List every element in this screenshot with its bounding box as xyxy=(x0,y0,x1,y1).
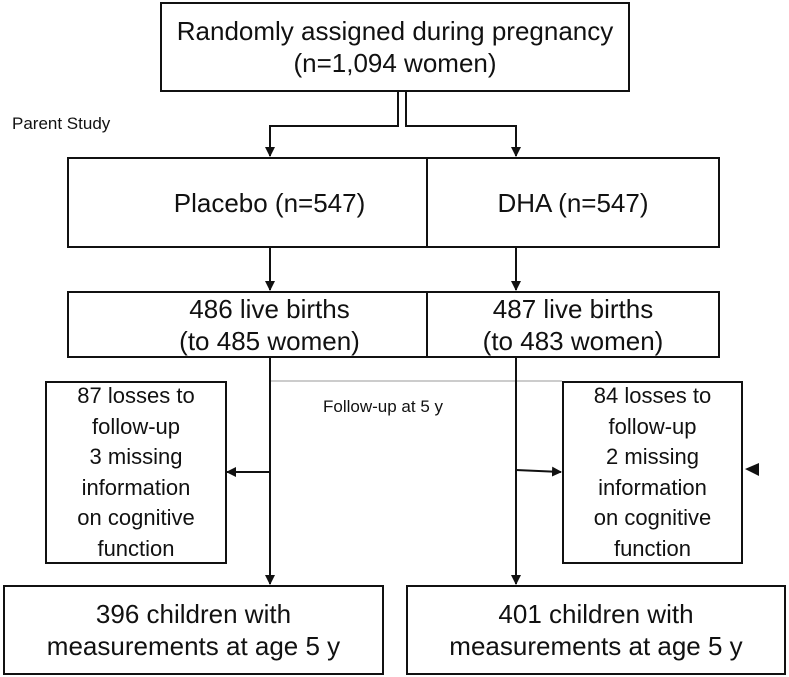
node-dha-losses-line-5: on cognitive xyxy=(593,505,712,530)
node-dha-final-line-1: 401 children with xyxy=(498,599,694,629)
node-randomized-line-2: (n=1,094 women) xyxy=(293,48,497,78)
node-randomized-line-1: Randomly assigned during pregnancy xyxy=(176,16,614,46)
label-parent-study: Parent Study xyxy=(12,114,111,133)
connector-dha-to-losses xyxy=(515,466,562,477)
connector-root-to-placebo xyxy=(265,92,399,157)
node-placebo-losses-line-1: 87 losses to xyxy=(77,383,195,408)
node-dha-live-births: 487 live births (to 483 women) xyxy=(426,291,720,358)
node-placebo-losses-line-4: information xyxy=(81,474,191,500)
label-follow-up: Follow-up at 5 y xyxy=(323,397,443,416)
node-placebo: Placebo (n=547) xyxy=(67,157,472,248)
node-placebo-births-line-2: (to 485 women) xyxy=(179,325,360,356)
node-dha-final-line-2: measurements at age 5 y xyxy=(449,631,743,661)
node-randomized: Randomly assigned during pregnancy (n=1,… xyxy=(160,2,630,92)
node-dha-label: DHA (n=547) xyxy=(497,187,649,218)
node-dha-losses-line-2: follow-up xyxy=(608,413,697,439)
node-placebo-final: 396 children with measurements at age 5 … xyxy=(3,585,384,675)
node-placebo-births-line-1: 486 live births xyxy=(189,293,350,324)
node-dha-losses-line-3: 2 missing xyxy=(606,444,699,469)
node-placebo-final-line-2: measurements at age 5 y xyxy=(46,631,341,661)
node-dha-births-line-2: (to 483 women) xyxy=(482,325,664,356)
node-dha: DHA (n=547) xyxy=(426,157,720,248)
node-dha-births-line-1: 487 live births xyxy=(492,293,654,324)
node-dha-losses-line-6: function xyxy=(613,535,692,561)
node-placebo-losses-line-5: on cognitive xyxy=(77,505,195,530)
node-dha-losses-line-1: 84 losses to xyxy=(593,383,712,408)
stray-arrowhead-icon xyxy=(745,463,759,476)
node-placebo-losses-line-3: 3 missing xyxy=(89,444,183,469)
node-dha-losses-line-4: information xyxy=(598,474,707,500)
node-placebo-live-births: 486 live births (to 485 women) xyxy=(67,291,472,358)
node-placebo-label: Placebo (n=547) xyxy=(173,187,366,218)
node-placebo-losses-line-2: follow-up xyxy=(91,413,181,439)
node-placebo-losses-line-6: function xyxy=(97,535,175,561)
node-placebo-losses: 87 losses to follow-up 3 missing informa… xyxy=(45,381,227,564)
node-placebo-final-line-1: 396 children with xyxy=(95,599,292,629)
connector-root-to-dha xyxy=(405,92,521,157)
node-dha-final: 401 children with measurements at age 5 … xyxy=(406,585,786,675)
node-dha-losses: 84 losses to follow-up 2 missing informa… xyxy=(562,381,743,564)
